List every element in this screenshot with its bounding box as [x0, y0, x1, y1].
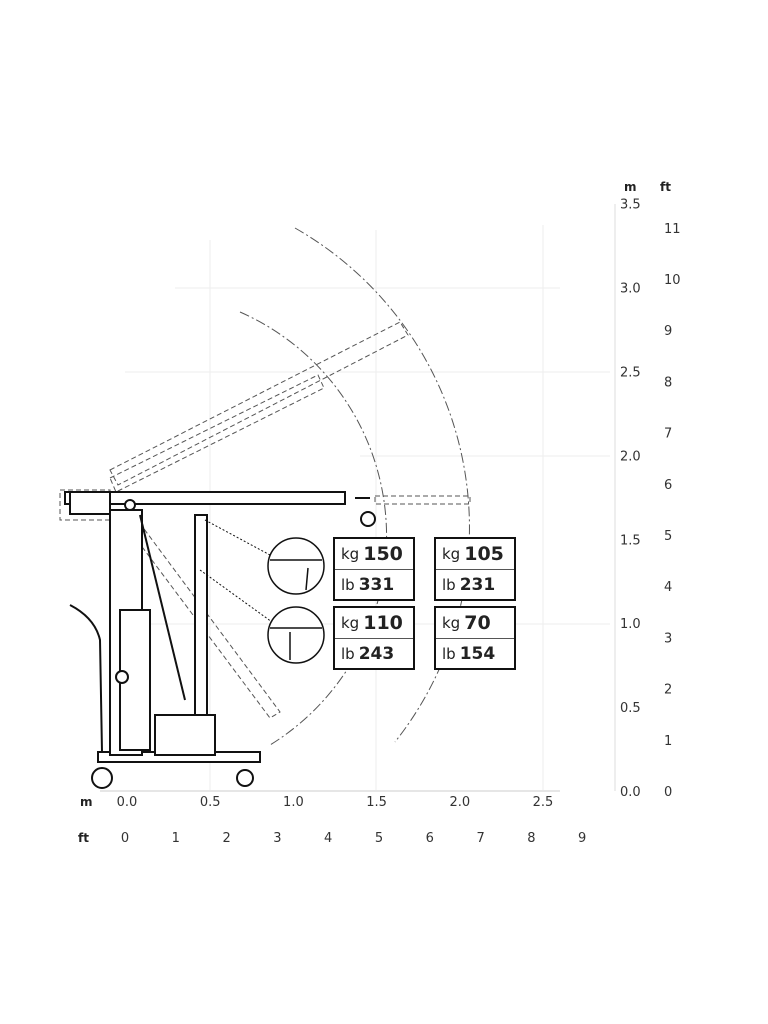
bottom-ft-tick: 3	[273, 831, 281, 846]
pump-unit	[154, 714, 216, 756]
lb-unit: lb	[341, 644, 355, 663]
right-ft-tick: 1	[664, 734, 672, 749]
bottom-ft-tick: 5	[375, 831, 383, 846]
right-ft-tick: 7	[664, 427, 672, 442]
hydraulic-cylinder	[194, 514, 208, 716]
kg-value: 110	[363, 612, 403, 634]
hook	[360, 511, 376, 527]
bottom-ft-tick: 7	[476, 831, 484, 846]
bottom-ft-unit: ft	[78, 831, 89, 845]
detail-callouts	[267, 537, 325, 664]
boom-raised-long	[109, 321, 409, 486]
right-ft-tick: 5	[664, 529, 672, 544]
boom-raised-short	[109, 374, 325, 493]
bottom-ft-tick: 0	[121, 831, 129, 846]
right-ft-unit: ft	[660, 180, 671, 194]
kg-unit: kg	[341, 545, 360, 563]
kg-value: 105	[464, 543, 504, 565]
bottom-m-tick: 2.5	[533, 795, 554, 810]
lb-unit: lb	[341, 575, 355, 594]
bottom-ft-tick: 9	[578, 831, 586, 846]
brace	[139, 514, 186, 701]
right-m-tick: 3.0	[620, 282, 641, 297]
right-ft-tick: 10	[664, 273, 681, 288]
lb-unit: lb	[442, 644, 456, 663]
lb-unit: lb	[442, 575, 456, 594]
bottom-m-tick: 1.0	[283, 795, 304, 810]
bottom-m-tick: 2.0	[449, 795, 470, 810]
right-m-tick: 1.0	[620, 617, 641, 632]
bottom-ft-tick: 1	[172, 831, 180, 846]
inner-reach-arc	[239, 311, 388, 746]
bottom-m-unit: m	[80, 795, 93, 809]
rear-wheel	[91, 767, 113, 789]
mast-knob	[115, 670, 129, 684]
right-ft-tick: 6	[664, 478, 672, 493]
right-ft-tick: 4	[664, 580, 672, 595]
boom-extended	[374, 495, 471, 505]
right-m-unit: m	[624, 180, 637, 194]
detail-circle-upper	[267, 537, 325, 595]
boom	[64, 491, 346, 505]
lb-value: 231	[459, 574, 496, 595]
lb-value: 331	[358, 574, 395, 595]
right-ft-tick: 2	[664, 683, 672, 698]
right-m-tick: 0.5	[620, 701, 641, 716]
right-m-tick: 1.5	[620, 533, 641, 548]
crane-body	[64, 491, 376, 789]
right-ft-tick: 0	[664, 785, 672, 800]
right-m-tick: 0.0	[620, 785, 641, 800]
lb-value: 243	[358, 643, 395, 664]
boom-pivot	[124, 499, 136, 511]
right-ft-tick: 8	[664, 375, 672, 390]
handle	[69, 604, 103, 753]
lb-value: 154	[459, 643, 496, 664]
counterweight-head	[69, 491, 111, 515]
callout-leaders	[199, 519, 273, 623]
bottom-ft-tick: 4	[324, 831, 332, 846]
kg-unit: kg	[442, 614, 461, 632]
right-m-tick: 3.5	[620, 198, 641, 213]
bottom-m-tick: 1.5	[366, 795, 387, 810]
right-ft-tick: 3	[664, 631, 672, 646]
front-wheel	[236, 769, 254, 787]
bottom-ft-tick: 6	[426, 831, 434, 846]
bottom-ft-tick: 2	[222, 831, 230, 846]
right-m-tick: 2.0	[620, 449, 641, 464]
detail-circle-lower	[267, 606, 325, 664]
kg-value: 70	[464, 612, 491, 634]
bottom-ft-tick: 8	[527, 831, 535, 846]
kg-unit: kg	[442, 545, 461, 563]
right-ft-tick: 11	[664, 222, 681, 237]
right-m-tick: 2.5	[620, 366, 641, 381]
right-ft-tick: 9	[664, 324, 672, 339]
kg-unit: kg	[341, 614, 360, 632]
kg-value: 150	[363, 543, 403, 565]
bottom-m-tick: 0.0	[117, 795, 138, 810]
bottom-m-tick: 0.5	[200, 795, 221, 810]
